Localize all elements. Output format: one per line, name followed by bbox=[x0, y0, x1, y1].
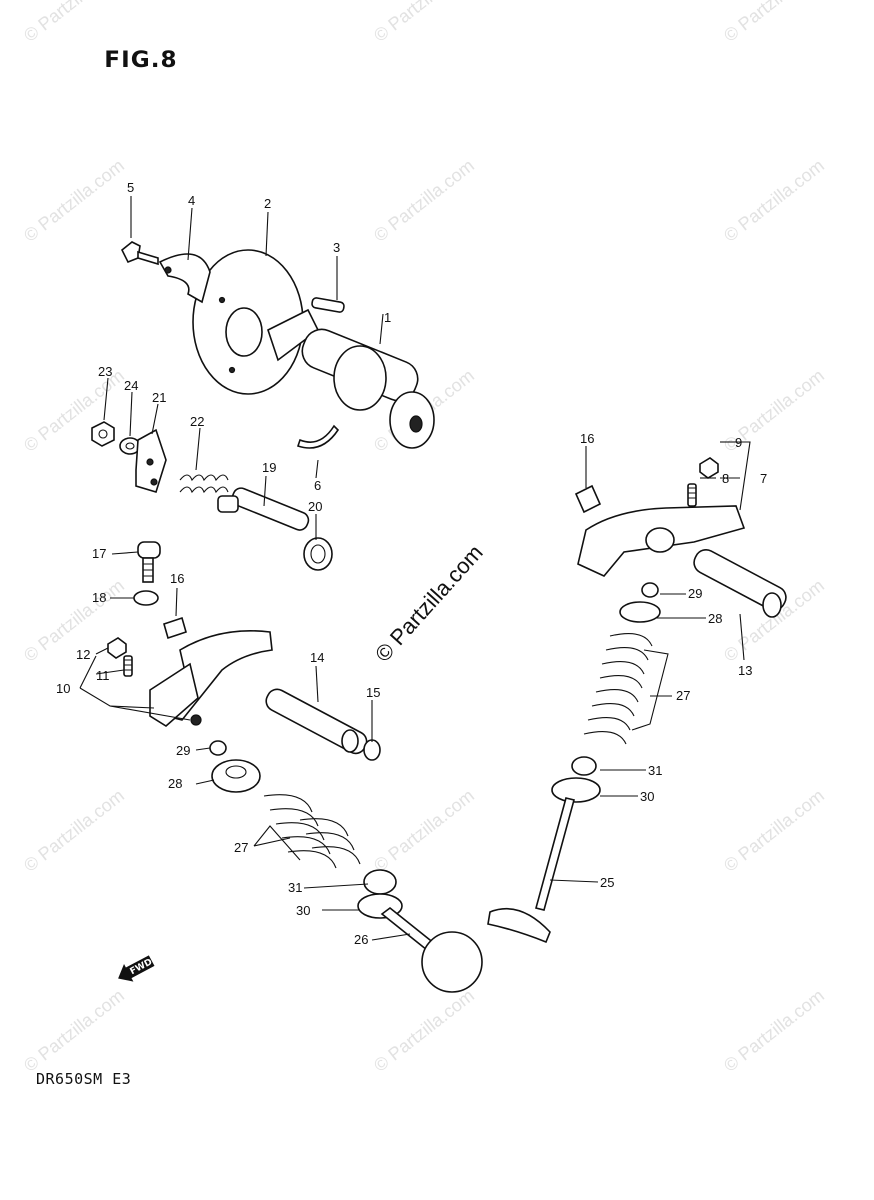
callout-27-right: 27 bbox=[676, 688, 690, 703]
callout-4: 4 bbox=[188, 193, 195, 208]
callout-22: 22 bbox=[190, 414, 204, 429]
adjust-screw-left bbox=[123, 655, 133, 677]
callout-1: 1 bbox=[384, 310, 391, 325]
callout-24: 24 bbox=[124, 378, 138, 393]
fwd-arrow-icon: FWD bbox=[118, 955, 155, 982]
valve-spring-right bbox=[583, 633, 653, 745]
callout-13: 13 bbox=[738, 663, 752, 678]
callout-16-left: 16 bbox=[170, 571, 184, 586]
lock-washer bbox=[158, 253, 211, 304]
callout-28-right: 28 bbox=[708, 611, 722, 626]
rocker-washer-left bbox=[133, 590, 159, 606]
valve-seal-right bbox=[571, 756, 597, 776]
leader-lines bbox=[79, 196, 751, 941]
callout-27-left: 27 bbox=[234, 840, 248, 855]
callout-28-left: 28 bbox=[168, 776, 182, 791]
valve-spring-seat-right bbox=[551, 777, 601, 803]
callout-23: 23 bbox=[98, 364, 112, 379]
decomp-lever bbox=[135, 428, 167, 493]
callout-19: 19 bbox=[262, 460, 276, 475]
dowel-pin bbox=[311, 297, 345, 313]
rocker-arm-right bbox=[577, 505, 746, 577]
callout-9: 9 bbox=[735, 435, 742, 450]
callout-10: 10 bbox=[56, 681, 70, 696]
rocker-bolt bbox=[137, 541, 161, 583]
rocker-shaft-right bbox=[693, 549, 787, 618]
callout-12: 12 bbox=[76, 647, 90, 662]
callout-29-left: 29 bbox=[176, 743, 190, 758]
rocker-shaft-left bbox=[265, 688, 368, 755]
decomp-shaft bbox=[217, 487, 310, 531]
nut bbox=[91, 421, 115, 447]
callout-17: 17 bbox=[92, 546, 106, 561]
callout-30-right: 30 bbox=[640, 789, 654, 804]
callout-21: 21 bbox=[152, 390, 166, 405]
callout-14: 14 bbox=[310, 650, 324, 665]
callout-30-left: 30 bbox=[296, 903, 310, 918]
callout-26: 26 bbox=[354, 932, 368, 947]
callout-labels: 1 2 3 4 5 6 7 8 9 10 11 12 13 14 15 16 1… bbox=[56, 180, 767, 947]
rocker-arm-left bbox=[149, 630, 273, 727]
callout-6: 6 bbox=[314, 478, 321, 493]
callout-5: 5 bbox=[127, 180, 134, 195]
callout-25: 25 bbox=[600, 875, 614, 890]
lock-nut-left bbox=[107, 637, 127, 659]
valve-seal-left bbox=[363, 869, 397, 895]
callout-8: 8 bbox=[722, 471, 729, 486]
callout-16-right: 16 bbox=[580, 431, 594, 446]
callout-15: 15 bbox=[366, 685, 380, 700]
clip bbox=[296, 424, 340, 449]
washer bbox=[119, 437, 141, 455]
callout-18: 18 bbox=[92, 590, 106, 605]
oil-seal bbox=[303, 537, 333, 571]
rocker-shim-left bbox=[163, 616, 187, 640]
lock-nut-right bbox=[699, 457, 719, 479]
callout-3: 3 bbox=[333, 240, 340, 255]
model-code: DR650SM E3 bbox=[36, 1070, 132, 1088]
callout-31-left: 31 bbox=[288, 880, 302, 895]
rocker-shim-right bbox=[574, 484, 602, 514]
sprocket-bolt bbox=[120, 241, 159, 266]
valve-cotter-left bbox=[209, 740, 227, 756]
callout-31-right: 31 bbox=[648, 763, 662, 778]
valve-right bbox=[487, 797, 575, 944]
valve-spring-left bbox=[263, 794, 361, 869]
callout-29-right: 29 bbox=[688, 586, 702, 601]
valve-retainer-right bbox=[619, 601, 661, 623]
camshaft bbox=[267, 308, 435, 449]
spring bbox=[179, 474, 229, 494]
callout-2: 2 bbox=[264, 196, 271, 211]
callout-11: 11 bbox=[96, 668, 110, 683]
valve-left bbox=[380, 906, 483, 993]
adjust-screw-right bbox=[687, 483, 697, 507]
figure-title: FIG.8 bbox=[104, 48, 178, 73]
callout-7: 7 bbox=[760, 471, 767, 486]
valve-retainer-left bbox=[211, 759, 261, 793]
o-ring-left bbox=[363, 739, 381, 761]
valve-cotter-right bbox=[641, 582, 659, 598]
callout-20: 20 bbox=[308, 499, 322, 514]
